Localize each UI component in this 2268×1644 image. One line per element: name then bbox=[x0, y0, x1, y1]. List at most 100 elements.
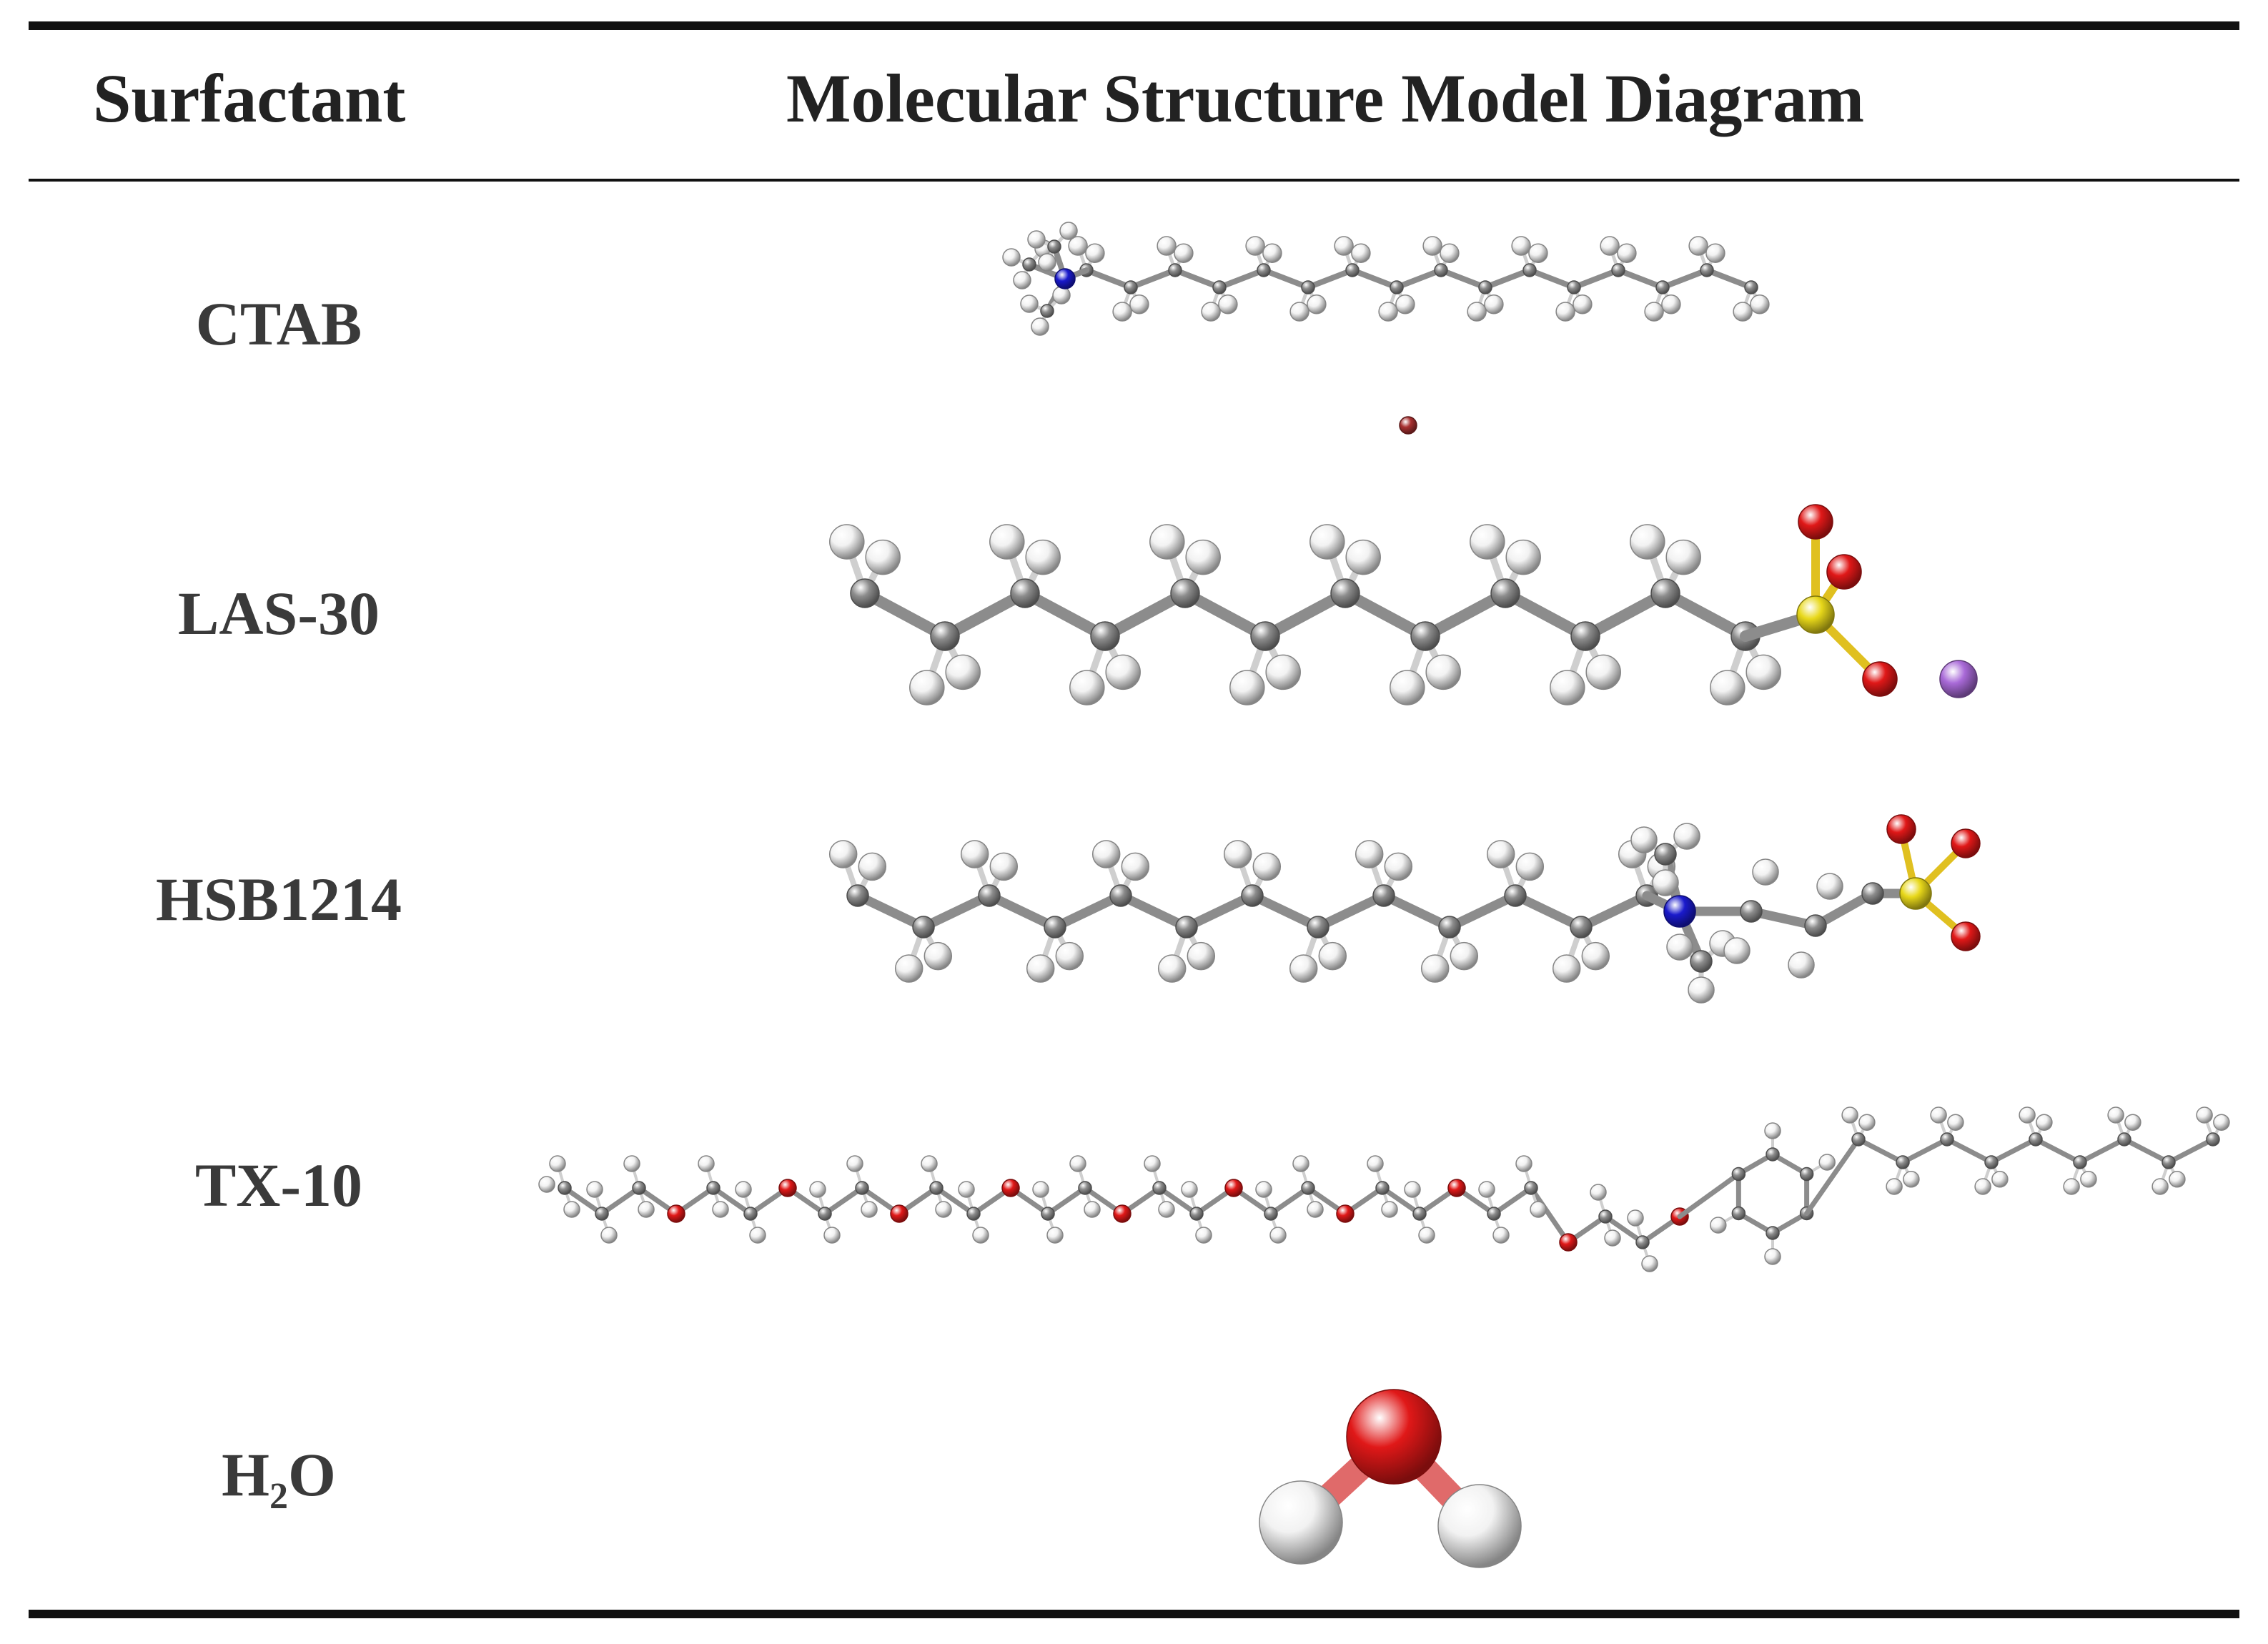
carbon-atom bbox=[2073, 1155, 2087, 1169]
hydrogen-atom bbox=[1573, 294, 1593, 315]
carbon-atom bbox=[632, 1181, 646, 1195]
hydrogen-atom bbox=[1617, 243, 1637, 263]
oxygen-atom bbox=[1826, 554, 1862, 590]
hydrogen-atom bbox=[1555, 302, 1575, 322]
carbon-atom bbox=[2029, 1132, 2043, 1147]
carbon-atom bbox=[1047, 239, 1061, 254]
bond bbox=[1660, 588, 1751, 642]
oxygen-atom bbox=[1951, 828, 1981, 858]
carbon-atom bbox=[2206, 1132, 2220, 1147]
table-bottom-rule bbox=[29, 1610, 2239, 1618]
nitrogen-atom bbox=[1663, 895, 1696, 928]
hydrogen-atom bbox=[2169, 1171, 2186, 1188]
carbon-atom bbox=[1766, 1147, 1780, 1162]
carbon-atom bbox=[966, 1207, 981, 1221]
hydrogen-atom bbox=[829, 524, 865, 560]
carbon-atom bbox=[1438, 916, 1461, 939]
carbon-atom bbox=[1570, 621, 1600, 651]
tx-10-molecule-model bbox=[538, 1106, 2230, 1272]
hydrogen-atom bbox=[1367, 1155, 1384, 1172]
hydrogen-atom bbox=[1710, 670, 1745, 705]
bond bbox=[1445, 891, 1520, 932]
hydrogen-atom bbox=[1318, 941, 1347, 971]
bond bbox=[1045, 1185, 1088, 1217]
hydrogen-atom bbox=[1218, 294, 1238, 315]
carbon-atom bbox=[1766, 1226, 1780, 1240]
carbon-atom bbox=[1598, 1209, 1613, 1224]
hydrogen-atom bbox=[1788, 951, 1815, 979]
hydrogen-atom bbox=[858, 852, 887, 881]
hydrogen-atom bbox=[1492, 1227, 1510, 1244]
oxygen-atom bbox=[1224, 1179, 1243, 1197]
hydrogen-atom bbox=[1055, 941, 1084, 971]
hydrogen-atom bbox=[1581, 941, 1610, 971]
carbon-atom bbox=[1345, 263, 1360, 277]
hydrogen-atom bbox=[1505, 539, 1541, 575]
hydrogen-atom bbox=[2080, 1171, 2097, 1188]
hydrogen-atom bbox=[1157, 954, 1187, 983]
hydrogen-atom bbox=[865, 539, 901, 575]
carbon-atom bbox=[1504, 884, 1527, 907]
hydrogen-atom bbox=[1027, 230, 1046, 249]
carbon-atom bbox=[1010, 578, 1040, 608]
hydrogen-atom bbox=[1528, 243, 1548, 263]
bond bbox=[1182, 891, 1257, 932]
nitrogen-atom bbox=[1054, 268, 1076, 289]
carbon-atom bbox=[558, 1181, 572, 1195]
oxygen-atom bbox=[1001, 1179, 1020, 1197]
hydrogen-atom bbox=[1292, 1155, 1309, 1172]
carbon-atom bbox=[1264, 1207, 1278, 1221]
hydrogen-atom bbox=[1515, 852, 1545, 881]
hydrogen-atom bbox=[1245, 236, 1265, 256]
carbon-atom bbox=[846, 884, 869, 907]
hydrogen-atom bbox=[1750, 294, 1770, 315]
hydrogen-atom bbox=[1467, 302, 1487, 322]
hydrogen-atom bbox=[1470, 524, 1505, 560]
bond bbox=[2121, 1137, 2172, 1165]
oxygen-atom bbox=[1336, 1204, 1355, 1223]
carbon-atom bbox=[1168, 263, 1182, 277]
carbon-atom bbox=[1301, 280, 1315, 294]
carbon-atom bbox=[1861, 882, 1884, 905]
bond bbox=[1944, 1137, 1994, 1165]
hydrogen-atom bbox=[1600, 236, 1620, 256]
hydrogen-atom bbox=[1121, 852, 1150, 881]
hydrogen-atom bbox=[1013, 271, 1031, 289]
hydrogen-atom bbox=[1025, 539, 1061, 575]
hydrogen-atom bbox=[1688, 976, 1715, 1004]
bond bbox=[1603, 1214, 1645, 1245]
carbon-atom bbox=[1241, 884, 1264, 907]
sulfur-atom bbox=[1899, 877, 1932, 910]
bond bbox=[1050, 891, 1126, 932]
hydrogen-atom bbox=[600, 1227, 618, 1244]
bond bbox=[934, 1185, 976, 1217]
carbon-atom bbox=[1567, 280, 1581, 294]
hydrogen-atom bbox=[638, 1201, 655, 1218]
carbon-atom bbox=[1330, 578, 1360, 608]
hydrogen-atom bbox=[1068, 236, 1088, 256]
hydrogen-atom bbox=[1974, 1178, 1991, 1195]
hydrogen-atom bbox=[909, 670, 945, 705]
carbon-atom bbox=[1478, 280, 1492, 294]
hydrogen-atom bbox=[1269, 1227, 1287, 1244]
hydrogen-atom bbox=[1185, 539, 1221, 575]
bond bbox=[1989, 1137, 2039, 1165]
hydrogen-atom bbox=[958, 1181, 975, 1198]
carbon-atom bbox=[1250, 621, 1280, 651]
hydrogen-atom bbox=[1031, 317, 1049, 336]
hydrogen-atom bbox=[1091, 840, 1121, 868]
hydrogen-atom bbox=[1229, 670, 1265, 705]
bond bbox=[1099, 588, 1191, 642]
carbon-atom bbox=[1940, 1132, 1954, 1147]
carbon-atom bbox=[1984, 1155, 1999, 1169]
table-top-rule bbox=[29, 21, 2239, 30]
hydrogen-atom bbox=[1585, 654, 1621, 690]
oxygen-atom bbox=[890, 1204, 908, 1223]
hydrogen-atom bbox=[1289, 954, 1318, 983]
hydrogen-atom bbox=[1530, 1201, 1547, 1218]
hydrogen-atom bbox=[1723, 937, 1750, 964]
hydrogen-atom bbox=[1590, 1184, 1607, 1201]
hydrogen-atom bbox=[1764, 1248, 1781, 1265]
bond bbox=[1510, 891, 1586, 932]
hydrogen-atom bbox=[1084, 1201, 1101, 1218]
